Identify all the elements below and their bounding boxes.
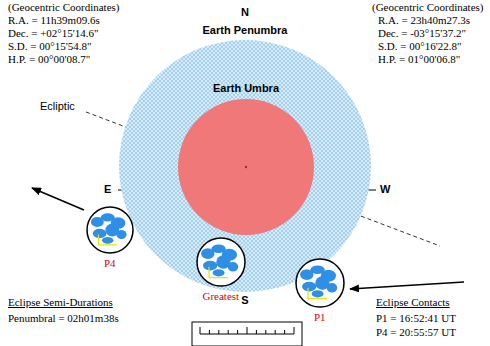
annotation-text: Penumbral = 02h01m38s — [8, 312, 119, 325]
motion-arrow — [32, 188, 84, 210]
annotation-text: P1 = 16:52:41 UT — [376, 312, 456, 325]
annotation-text: Eclipse Semi-Durations — [8, 296, 113, 309]
contact-label: P4 — [104, 257, 116, 270]
annotation-text: S — [241, 294, 248, 307]
annotation-text: R.A. = 23h40m27.3s — [378, 14, 470, 27]
contact-label: Greatest — [203, 290, 240, 303]
annotation-text: H.P. = 00°00'08.7" — [8, 53, 90, 66]
annotation-text: Dec. = -03°15'37.2" — [378, 27, 466, 40]
region-heading: Earth Penumbra — [203, 24, 288, 37]
annotation-text: Eclipse Contacts — [376, 296, 450, 309]
annotation-text: W — [380, 183, 390, 196]
annotation-text: S.D. = 00°15'54.8" — [8, 40, 91, 53]
annotation-text: P4 = 20:55:57 UT — [376, 326, 456, 339]
annotation-text: Ecliptic — [40, 100, 75, 113]
contact-label: P1 — [314, 311, 326, 324]
moon-disk: Greatest — [195, 236, 247, 304]
moon-disk: P1 — [294, 257, 346, 325]
annotation-text: S.D. = 00°16'22.8" — [378, 40, 461, 53]
scale-bar — [192, 322, 302, 346]
penumbra-circle: Earth PenumbraEarth Umbra — [119, 40, 371, 292]
annotation-text: H.P. = 01°00'06.8" — [378, 53, 460, 66]
region-heading: Earth Umbra — [213, 82, 279, 95]
annotation-text: (Geocentric Coordinates) — [8, 1, 119, 14]
node-outline — [178, 99, 314, 235]
annotation-text: N — [241, 6, 249, 19]
annotation-text: E — [104, 183, 111, 196]
motion-arrow — [350, 282, 464, 289]
umbra-circle: Earth Umbra — [178, 99, 314, 235]
annotation-text: R.A. = 11h39m09.6s — [8, 14, 100, 27]
moon-disk: P4 — [85, 205, 135, 271]
annotation-text: (Geocentric Coordinates) — [372, 1, 483, 14]
annotation-text: Dec. = +02°15'14.6" — [8, 27, 99, 40]
